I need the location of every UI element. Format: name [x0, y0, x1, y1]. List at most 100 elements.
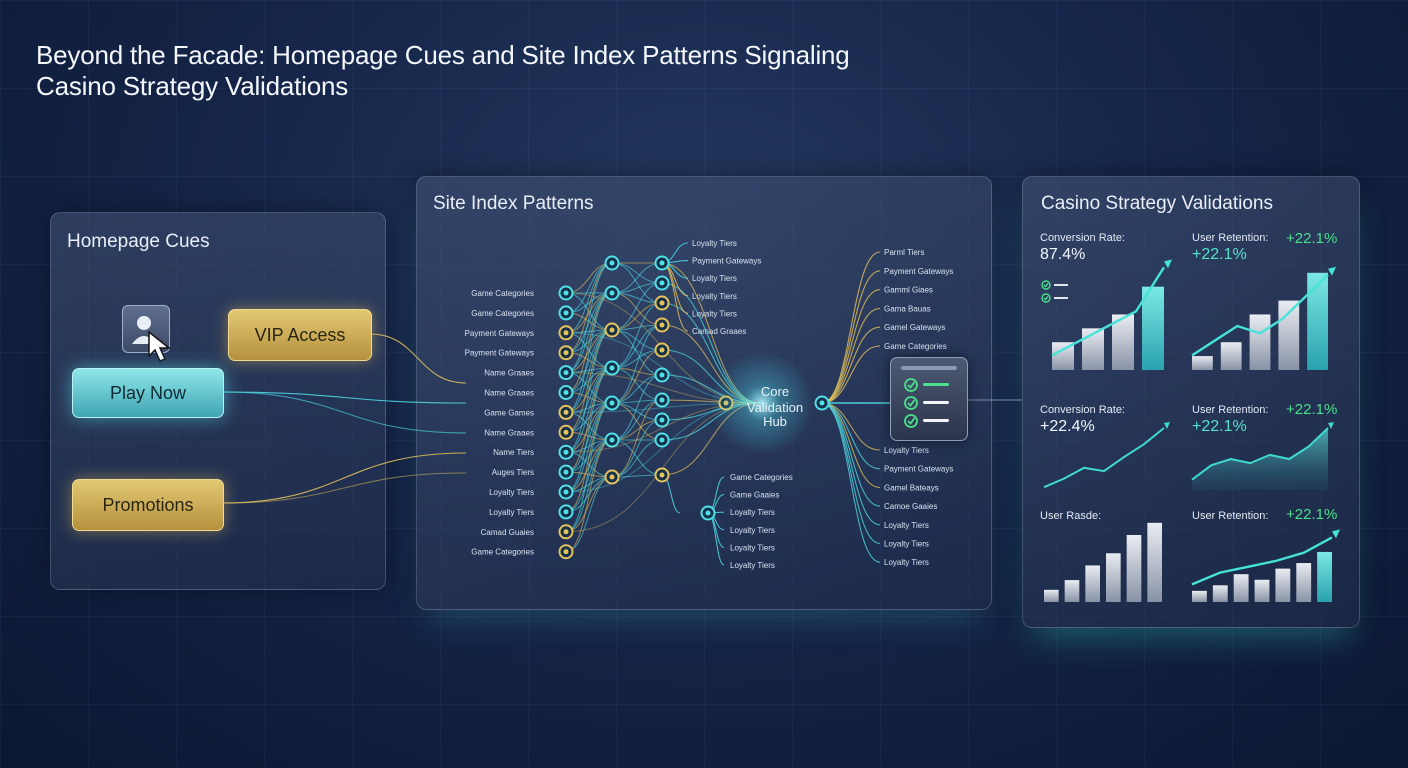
promo-connector-2 — [221, 472, 467, 504]
top-index-label: Payment Gateways — [692, 257, 761, 266]
left-index-label: Game Categories — [471, 309, 534, 318]
right-top-index-label: Parml Tiers — [884, 248, 924, 257]
top-index-label: Camad Graaes — [692, 327, 746, 336]
bottom-index-label: Loyalty Tiers — [730, 561, 775, 570]
index-node-col1-core — [563, 549, 569, 555]
vip-connector — [369, 333, 467, 384]
edge-c1-c2 — [565, 262, 613, 314]
edge-c1-c2 — [565, 372, 613, 404]
index-node-col2-core — [609, 437, 615, 443]
play-connector-2 — [221, 391, 467, 434]
index-node-col3-core — [659, 372, 665, 378]
stat-3-value: +22.4% — [1040, 418, 1095, 435]
vip-access-button[interactable]: VIP Access — [228, 309, 372, 361]
edge-right-top — [821, 289, 881, 404]
index-node-col2-core — [609, 365, 615, 371]
right-bottom-index-label: Loyalty Tiers — [884, 558, 929, 567]
index-node-bottom-root-core — [705, 510, 711, 516]
stat-2-badge: +22.1% — [1286, 230, 1338, 247]
index-node-col2-core — [609, 474, 615, 480]
stat-4-badge: +22.1% — [1286, 401, 1338, 418]
index-node-col3-core — [659, 300, 665, 306]
index-node-col3-core — [659, 347, 665, 353]
hub-glow — [710, 351, 814, 455]
network-nodes — [558, 255, 830, 560]
index-node-col2-core — [609, 327, 615, 333]
right-top-index-label: Gamel Gateways — [884, 323, 945, 332]
stat-6-label: User Retention: — [1192, 510, 1269, 522]
right-bottom-index-label: Loyalty Tiers — [884, 540, 929, 549]
edge-right-bottom — [821, 402, 881, 470]
hub-node-core — [819, 400, 825, 406]
top-index-label: Loyalty Tiers — [692, 292, 737, 301]
index-node-col1-core — [563, 310, 569, 316]
play-now-button[interactable]: Play Now — [72, 368, 224, 418]
hub-label-line2: Validation — [747, 400, 803, 415]
stat-4-label: User Retention: — [1192, 404, 1269, 416]
edge-right-bottom — [821, 402, 881, 545]
right-bottom-index-label: Loyalty Tiers — [884, 446, 929, 455]
edge-c2-c3 — [611, 367, 663, 401]
edge-c1-c2 — [565, 329, 613, 453]
left-index-label: Camad Guaies — [481, 528, 534, 537]
left-index-label: Game Games — [484, 408, 534, 417]
index-node-col3-core — [659, 417, 665, 423]
mini-check-icon — [1041, 280, 1068, 303]
edge-c1-c2 — [565, 367, 613, 493]
left-index-label: Game Categories — [471, 289, 534, 298]
index-node-col1-core — [563, 429, 569, 435]
top-index-label: Loyalty Tiers — [692, 274, 737, 283]
edge-c2-c3 — [611, 302, 663, 369]
stat-5-label: User Rasde: — [1040, 510, 1102, 522]
bottom-index-label: Loyalty Tiers — [730, 508, 775, 517]
index-node-col3-core — [659, 322, 665, 328]
index-node-col2-core — [609, 260, 615, 266]
left-index-label: Name Tiers — [493, 448, 534, 457]
edge-right-top — [821, 270, 881, 404]
left-index-label: Payment Gateways — [465, 329, 534, 338]
index-node-col1-core — [563, 370, 569, 376]
checklist-icon — [890, 357, 968, 441]
promotions-button[interactable]: Promotions — [72, 479, 224, 531]
edge-right-bottom — [821, 402, 881, 507]
right-top-index-label: Gama Bauas — [884, 304, 931, 313]
stat-6-badge: +22.1% — [1286, 506, 1338, 523]
edge-c2-c3 — [611, 399, 663, 478]
index-node-col1-core — [563, 330, 569, 336]
promo-connector — [221, 452, 467, 504]
stat-3-label: Conversion Rate: — [1040, 404, 1125, 416]
index-node-col3-core — [659, 437, 665, 443]
left-index-label: Name Graaes — [484, 369, 534, 378]
hub-label-line3: Hub — [763, 414, 787, 429]
edge-c2-c3 — [611, 419, 663, 478]
index-node-col3-core — [659, 472, 665, 478]
play-connector — [221, 391, 467, 404]
top-index-label: Loyalty Tiers — [692, 309, 737, 318]
right-bottom-index-label: Payment Gateways — [884, 465, 953, 474]
stat-1-label: Conversion Rate: — [1040, 232, 1125, 244]
index-node-col1-core — [563, 409, 569, 415]
index-node-col3-core — [659, 397, 665, 403]
stat-2-value: +22.1% — [1192, 246, 1247, 263]
left-index-label: Auges Tiers — [492, 468, 534, 477]
bottom-index-label: Game Gaaies — [730, 491, 779, 500]
left-index-label: Loyalty Tiers — [489, 488, 534, 497]
right-bottom-index-label: Gamel Bateays — [884, 483, 939, 492]
index-node-col1-core — [563, 509, 569, 515]
right-top-index-label: Game Categories — [884, 342, 947, 351]
edge-right-top — [821, 345, 881, 404]
site-index-title: Site Index Patterns — [433, 193, 594, 214]
left-index-label: Name Graaes — [484, 428, 534, 437]
edge-right-bottom — [821, 402, 881, 451]
left-index-label: Loyalty Tiers — [489, 508, 534, 517]
left-index-label: Name Graaes — [484, 389, 534, 398]
homepage-cues-title: Homepage Cues — [67, 231, 210, 252]
stat-2-label: User Retention: — [1192, 232, 1269, 244]
bottom-index-label: Loyalty Tiers — [730, 543, 775, 552]
left-index-label: Game Categories — [471, 548, 534, 557]
right-top-index-label: Payment Gateways — [884, 267, 953, 276]
edge-right-top — [821, 326, 881, 404]
index-node-col1-core — [563, 489, 569, 495]
index-node-col3-core — [659, 280, 665, 286]
